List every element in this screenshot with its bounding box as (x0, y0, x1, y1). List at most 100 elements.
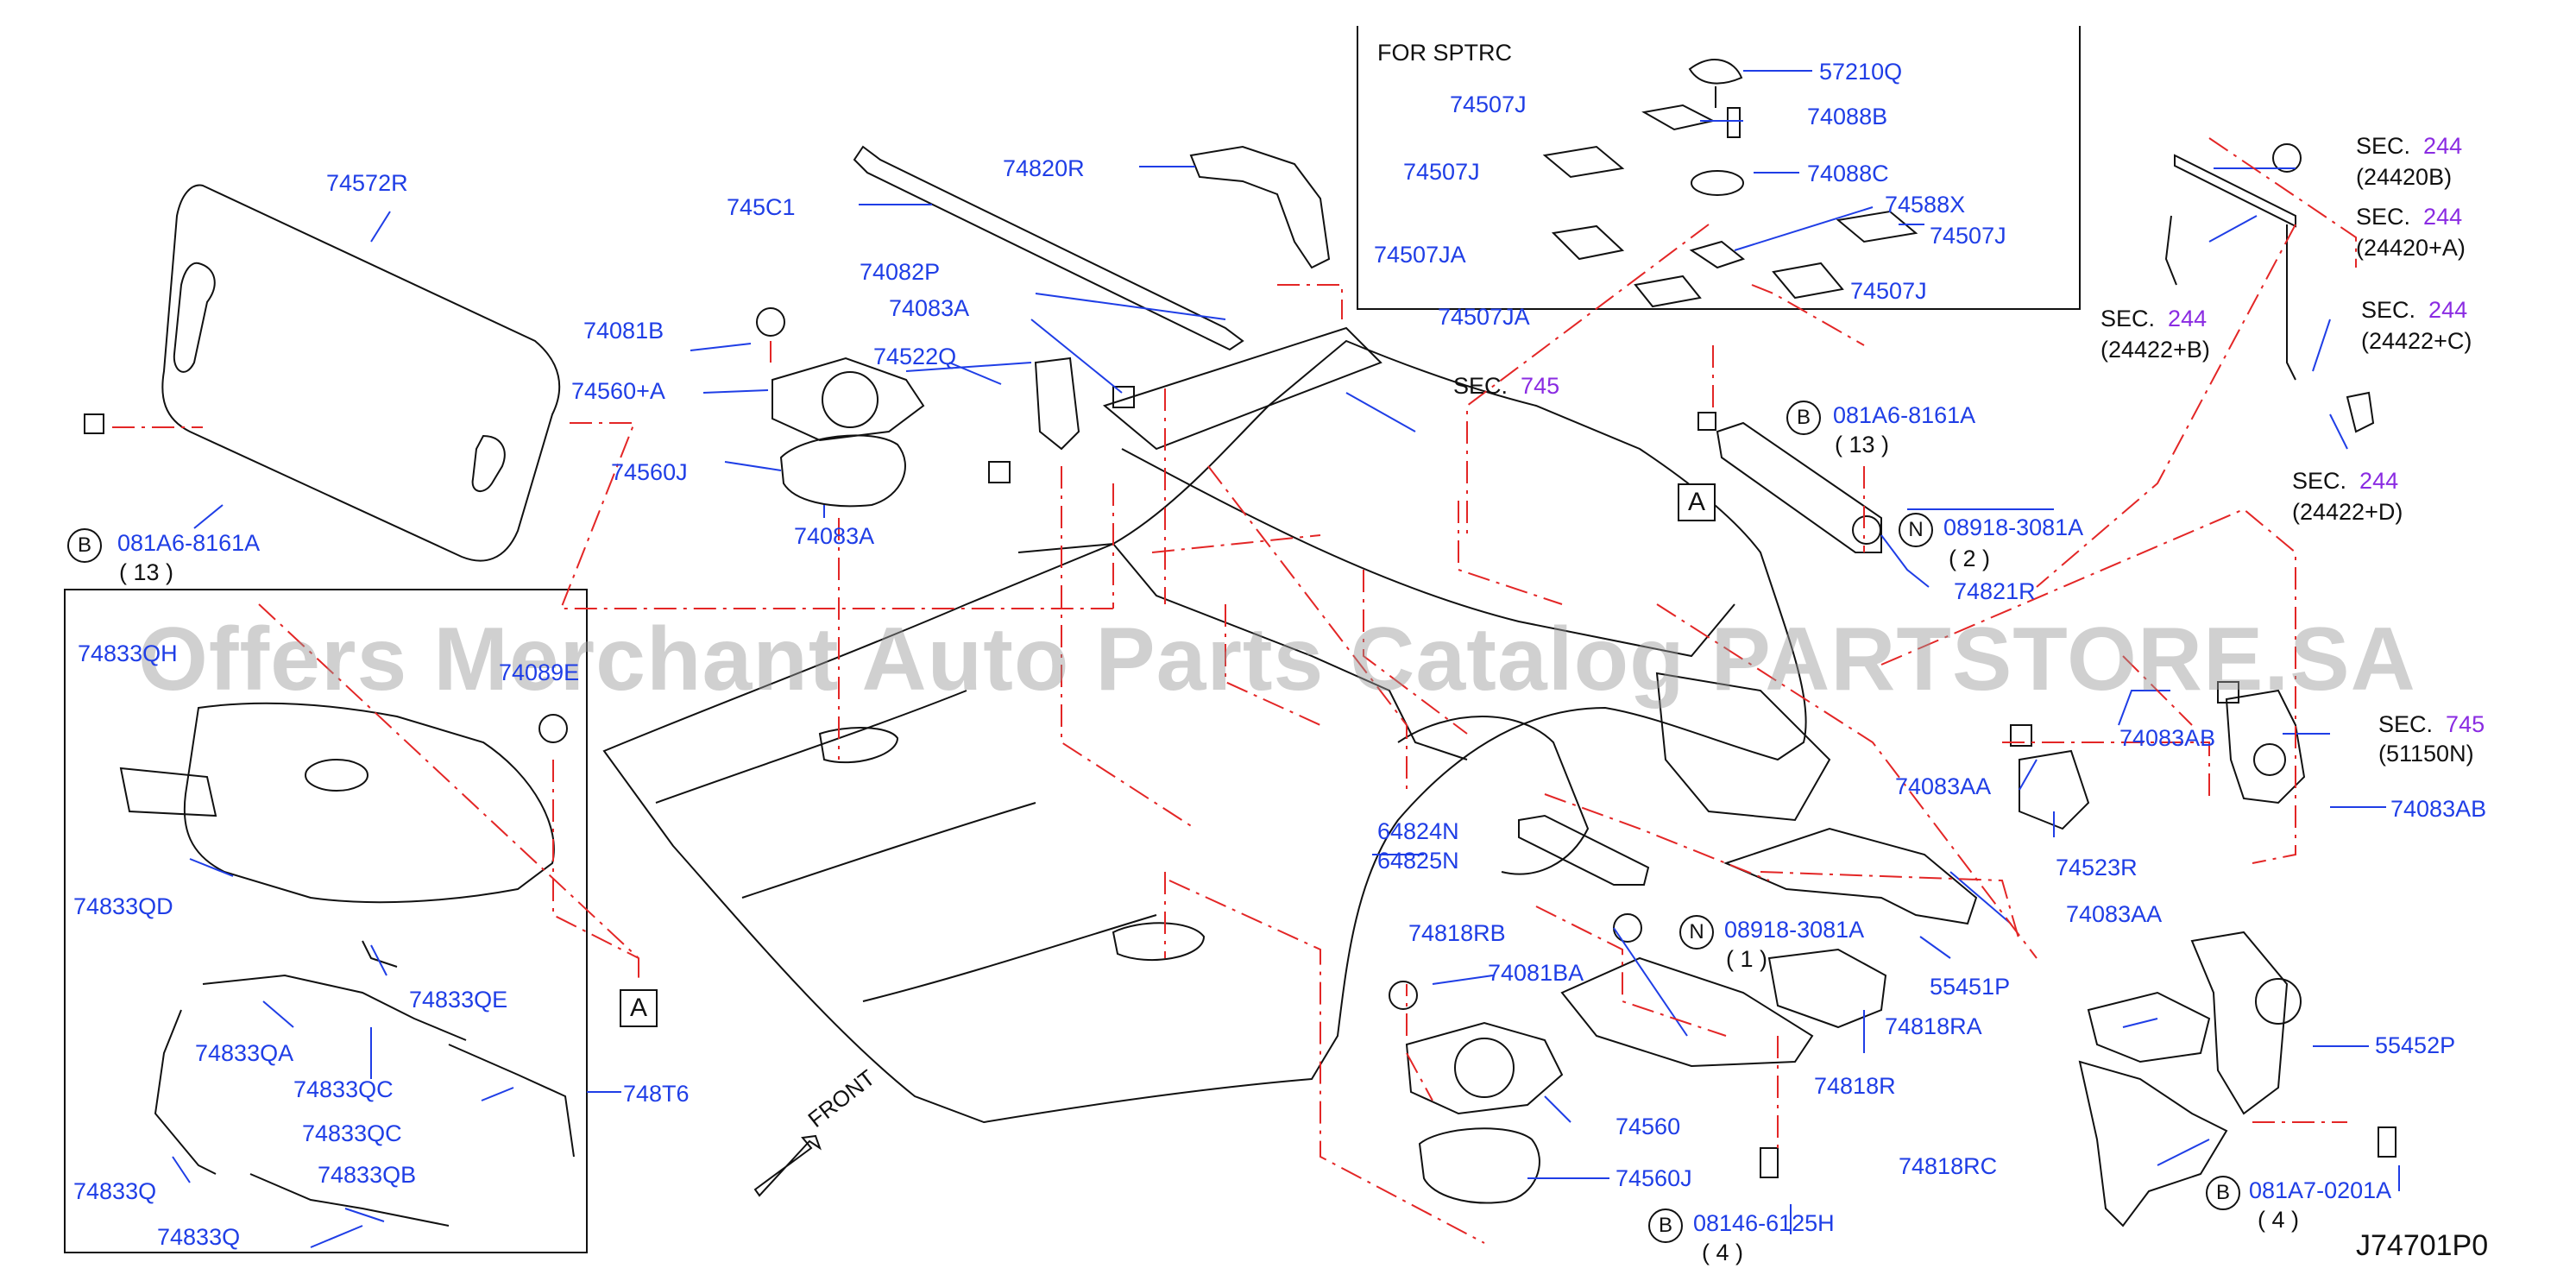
label-74820R[interactable]: 74820R (1003, 155, 1085, 181)
label-55451P[interactable]: 55451P (1930, 974, 2011, 1000)
label-57210Q[interactable]: 57210Q (1819, 59, 1903, 85)
tunnel-ridge (1017, 542, 1468, 760)
label-74083AA-upper[interactable]: 74083AA (1895, 773, 1992, 799)
label-74560A[interactable]: 74560+A (571, 378, 665, 404)
sub-51150N: (51150N) (2378, 741, 2474, 767)
label-74833QC-1[interactable]: 74833QC (293, 1076, 394, 1102)
alignment-lines (112, 137, 2357, 1244)
bracket-74523R (2019, 749, 2090, 830)
label-74507JA-2[interactable]: 74507JA (1438, 304, 1530, 330)
pad-74507J-1 (1641, 104, 1716, 131)
rear-bumper-rail (1655, 672, 1831, 822)
label-08918-3081A-lower[interactable]: 08918-3081A (1724, 917, 1865, 943)
pad-74507JA-2 (1634, 274, 1702, 308)
washer-74088C (1691, 170, 1744, 196)
label-081A7-0201A[interactable]: 081A7-0201A (2249, 1177, 2392, 1203)
label-74818R[interactable]: 74818R (1814, 1073, 1896, 1099)
label-74560J-upper[interactable]: 74560J (611, 459, 688, 485)
reference-marker-a-lower: A (620, 989, 658, 1027)
label-74083AB-upper[interactable]: 74083AB (2119, 725, 2216, 751)
label-74083A-lower[interactable]: 74083A (794, 523, 875, 549)
plate-74818RB (1560, 956, 1814, 1068)
rear-wheelhouse (1397, 716, 1590, 875)
label-74833QD[interactable]: 74833QD (73, 893, 173, 919)
label-74833Q-2[interactable]: 74833Q (157, 1224, 241, 1250)
sec-745-51150N[interactable]: SEC. 745 (2378, 711, 2485, 737)
label-74560[interactable]: 74560 (1616, 1114, 1681, 1139)
label-74507J-1[interactable]: 74507J (1450, 92, 1527, 117)
bar-24420B (2174, 154, 2296, 228)
sec-word: SEC. (2356, 133, 2411, 159)
label-74572R[interactable]: 74572R (326, 170, 408, 196)
label-081A6-8161A-right[interactable]: 081A6-8161A (1833, 402, 1976, 428)
sec-244-24422C[interactable]: SEC. 244 (2361, 297, 2467, 323)
label-74833QH[interactable]: 74833QH (78, 640, 178, 666)
grommet-57210Q (1688, 59, 1743, 85)
sec-244-24420B[interactable]: SEC. 244 (2356, 133, 2462, 159)
label-74081BA[interactable]: 74081BA (1488, 960, 1584, 986)
insulator-74833QH (183, 702, 555, 904)
label-74833QE[interactable]: 74833QE (409, 987, 508, 1013)
nut-24420B (2272, 143, 2302, 173)
bolt-081A6-right (1697, 412, 1716, 431)
label-74507J-3[interactable]: 74507J (1930, 223, 2006, 249)
label-74523R[interactable]: 74523R (2056, 855, 2138, 880)
seal-74833QB (249, 1173, 450, 1227)
sec-745-upper[interactable]: SEC. 745 (1453, 373, 1559, 399)
bolt-74088B (1727, 107, 1741, 138)
label-08146-6125H[interactable]: 08146-6125H (1693, 1210, 1835, 1236)
label-55452P[interactable]: 55452P (2375, 1032, 2456, 1058)
label-74588X[interactable]: 74588X (1885, 192, 1966, 218)
nut-08918-lower (1613, 913, 1642, 943)
bolt-74083AB (2217, 681, 2239, 704)
pad-74507J-3 (1836, 210, 1918, 243)
badge-b: B (1786, 401, 1821, 435)
speaker-74560 (1405, 1021, 1564, 1115)
label-74507JA-1[interactable]: 74507JA (1374, 242, 1466, 268)
rod-24422C (2286, 224, 2296, 381)
label-64825N[interactable]: 64825N (1377, 848, 1459, 874)
label-74818RC[interactable]: 74818RC (1899, 1153, 1998, 1179)
qty-1: ( 1 ) (1726, 946, 1768, 972)
sub-24422B: (24422+B) (2100, 337, 2210, 363)
label-74833QA[interactable]: 74833QA (195, 1040, 294, 1066)
label-74507J-2[interactable]: 74507J (1403, 159, 1480, 185)
label-74818RA[interactable]: 74818RA (1885, 1013, 1982, 1039)
label-74821R[interactable]: 74821R (1954, 578, 2036, 604)
sec-244-24422D[interactable]: SEC. 244 (2292, 468, 2398, 494)
label-74833QB[interactable]: 74833QB (318, 1162, 417, 1188)
label-74089E[interactable]: 74089E (499, 659, 580, 685)
badge-n: N (1899, 513, 1933, 547)
label-74083A-upper[interactable]: 74083A (889, 295, 970, 321)
label-748T6[interactable]: 748T6 (623, 1081, 690, 1107)
label-74083AA-lower[interactable]: 74083AA (2066, 901, 2163, 927)
label-64824N[interactable]: 64824N (1377, 818, 1459, 844)
label-74818RB[interactable]: 74818RB (1408, 920, 1506, 946)
label-74081B[interactable]: 74081B (583, 318, 664, 344)
sec-244-24422B[interactable]: SEC. 244 (2100, 306, 2207, 331)
sec-word: SEC. (2100, 306, 2156, 331)
label-74083AB-lower[interactable]: 74083AB (2390, 796, 2487, 822)
mount-51150N (2225, 689, 2306, 805)
label-74507J-4[interactable]: 74507J (1850, 278, 1927, 304)
sub-24422C: (24422+C) (2361, 328, 2472, 354)
label-74082P[interactable]: 74082P (860, 259, 941, 285)
floor-rib-1 (655, 690, 967, 804)
label-745C1[interactable]: 745C1 (727, 194, 796, 220)
badge-b: B (2206, 1176, 2240, 1210)
label-74088C[interactable]: 74088C (1807, 161, 1889, 186)
label-74088B[interactable]: 74088B (1807, 104, 1888, 129)
label-74560J-lower[interactable]: 74560J (1616, 1165, 1692, 1191)
sec-word: SEC. (2292, 468, 2347, 494)
sec-number: 244 (2423, 133, 2463, 159)
label-74522Q[interactable]: 74522Q (873, 344, 957, 369)
label-74833QC-2[interactable]: 74833QC (302, 1120, 402, 1146)
label-08918-3081A-upper[interactable]: 08918-3081A (1943, 514, 2084, 540)
left-subassembly-frame (64, 589, 588, 1253)
floor-panel-outline (602, 339, 1807, 1124)
seal-74833QC (448, 1044, 575, 1158)
sec-244-24420A[interactable]: SEC. 244 (2356, 204, 2462, 230)
label-081A6-8161A-left[interactable]: 081A6-8161A (117, 530, 261, 556)
label-74833Q-1[interactable]: 74833Q (73, 1178, 157, 1204)
sec-number: 745 (2446, 711, 2485, 737)
